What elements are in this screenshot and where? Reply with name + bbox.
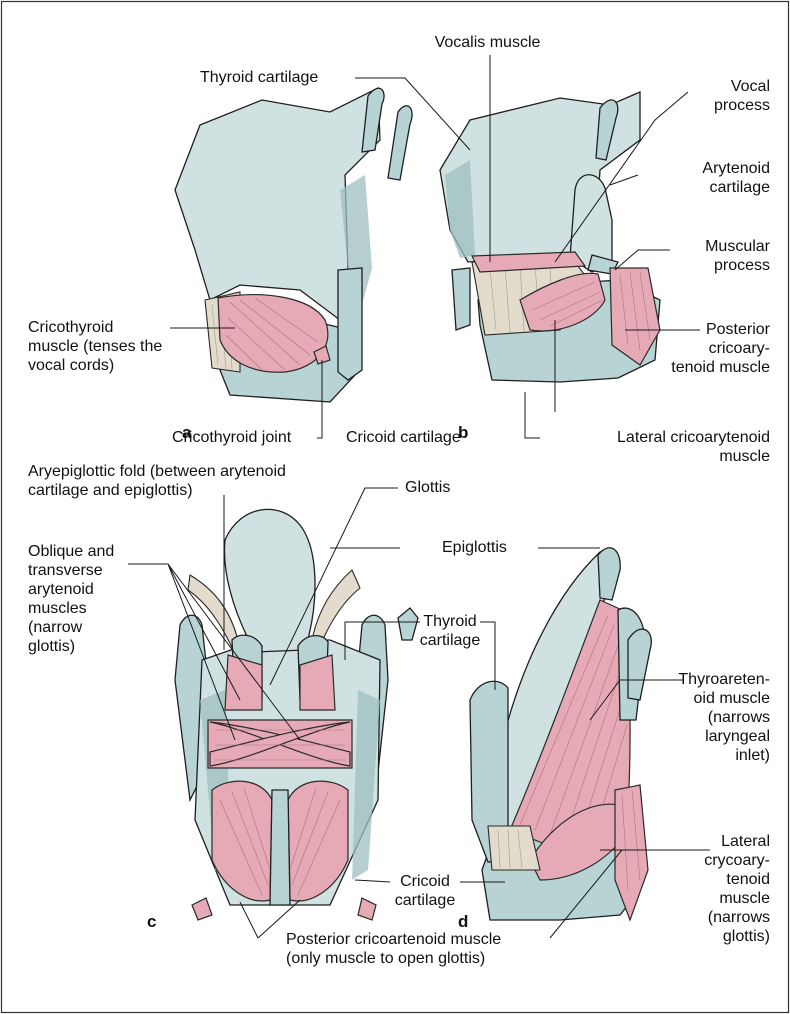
- panel-letter-c: c: [147, 912, 156, 932]
- label-thyroarytenoid: Thyroareten- oid muscle (narrows larynge…: [660, 670, 770, 765]
- label-oblique-transverse: Oblique and transverse arytenoid muscles…: [28, 542, 138, 656]
- label-lateral-cricoarytenoid-b: Lateral cricoarytenoid muscle: [560, 428, 770, 466]
- label-vocal-process: Vocal process: [640, 77, 770, 115]
- label-thyroid-cartilage-a: Thyroid cartilage: [200, 68, 360, 87]
- label-glottis: Glottis: [405, 478, 485, 497]
- label-posterior-cricoarytenoid-b: Posterior cricoary- tenoid muscle: [640, 320, 770, 377]
- label-lateral-crycoarytenoid-d: Lateral crycoary- tenoid muscle (narrows…: [660, 832, 770, 946]
- panel-letter-a: a: [182, 423, 191, 443]
- label-thyroid-cartilage-c: Thyroid cartilage: [416, 612, 484, 650]
- label-cricothyroid-muscle: Cricothyroid muscle (tenses the vocal co…: [28, 318, 208, 375]
- label-vocalis-muscle: Vocalis muscle: [400, 33, 575, 52]
- label-cricothyroid-joint: Cricothyroid joint: [172, 428, 332, 447]
- panel-letter-d: d: [458, 912, 468, 932]
- label-cricoid-cartilage-c: Cricoid cartilage: [380, 872, 470, 910]
- panel-letter-b: b: [458, 423, 468, 443]
- label-aryepiglottic-fold: Aryepiglottic fold (between arytenoid ca…: [28, 462, 388, 500]
- label-arytenoid-cartilage: Arytenoid cartilage: [640, 159, 770, 197]
- label-posterior-cricoartenoid: Posterior cricoartenoid muscle (only mus…: [286, 930, 546, 968]
- label-cricoid-cartilage-b: Cricoid cartilage: [346, 428, 506, 447]
- label-epiglottis: Epiglottis: [442, 538, 537, 557]
- label-muscular-process: Muscular process: [640, 237, 770, 275]
